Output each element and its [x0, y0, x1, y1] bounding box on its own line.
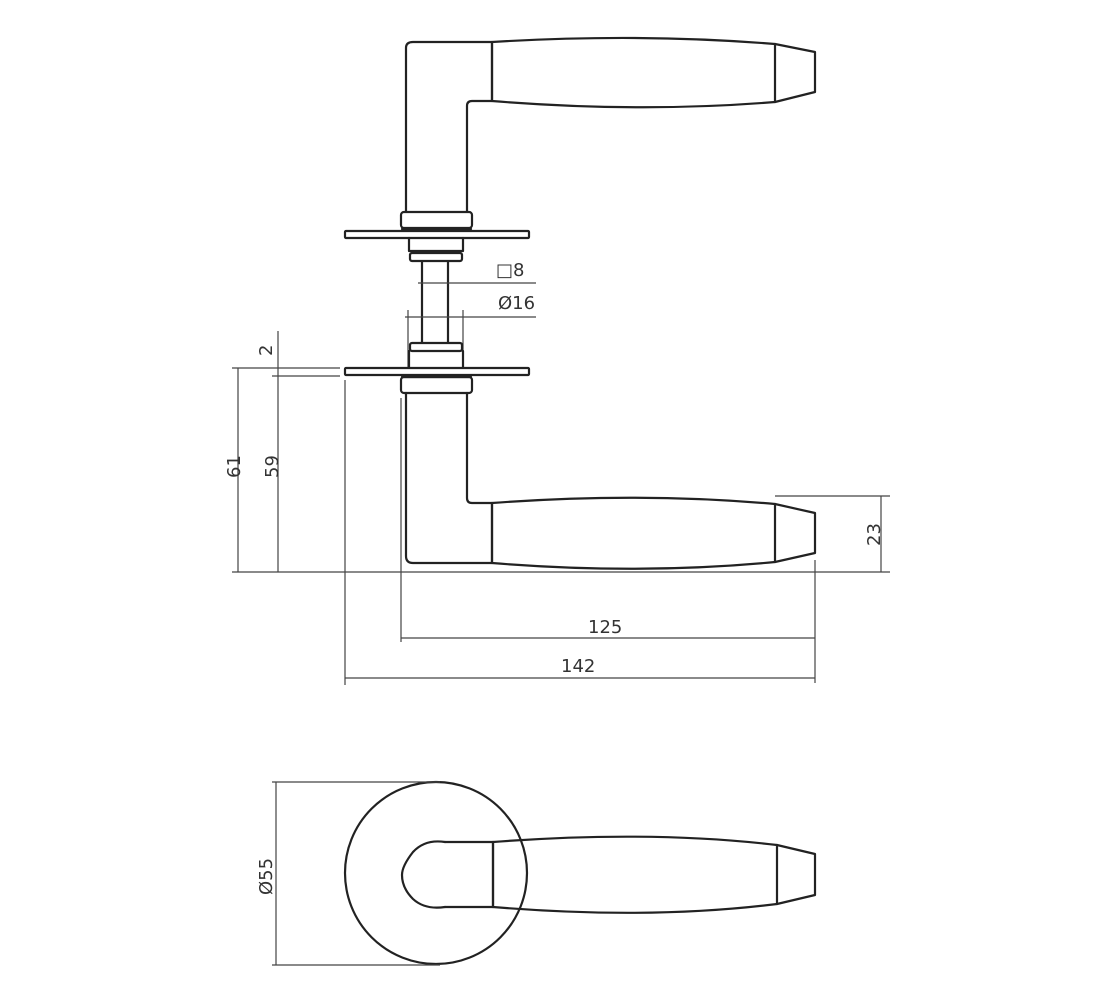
dimension-label-125: 125 [588, 617, 622, 638]
dimension-spindle-square: □8 [418, 260, 536, 284]
dimension-overall-length: 142 [344, 380, 815, 685]
dimension-label-2: 2 [256, 345, 277, 356]
dimension-lever-height: 23 [775, 495, 890, 572]
dimension-total-projection: 61 [224, 368, 245, 572]
dimension-lever-length: 125 [400, 398, 816, 683]
spindle [420, 260, 450, 345]
dimension-label-diameter-55: Ø55 [256, 858, 277, 895]
dimension-label-23: 23 [864, 523, 885, 546]
dimension-label-diameter-16: Ø16 [498, 293, 535, 314]
top-lever-handle [343, 36, 817, 263]
dimension-neck-diameter: Ø16 [405, 293, 536, 368]
front-view-handle [343, 780, 817, 966]
dimension-label-61: 61 [224, 455, 245, 478]
dimension-handle-projection: 59 [262, 455, 283, 478]
dimension-rose-diameter: Ø55 [256, 781, 440, 966]
dimension-label-142: 142 [561, 656, 595, 677]
dimension-label-59: 59 [262, 455, 283, 478]
dimension-label-square-8: □8 [496, 260, 524, 281]
dimension-rose-thickness: 2 [232, 331, 340, 572]
bottom-lever-handle [343, 341, 817, 570]
